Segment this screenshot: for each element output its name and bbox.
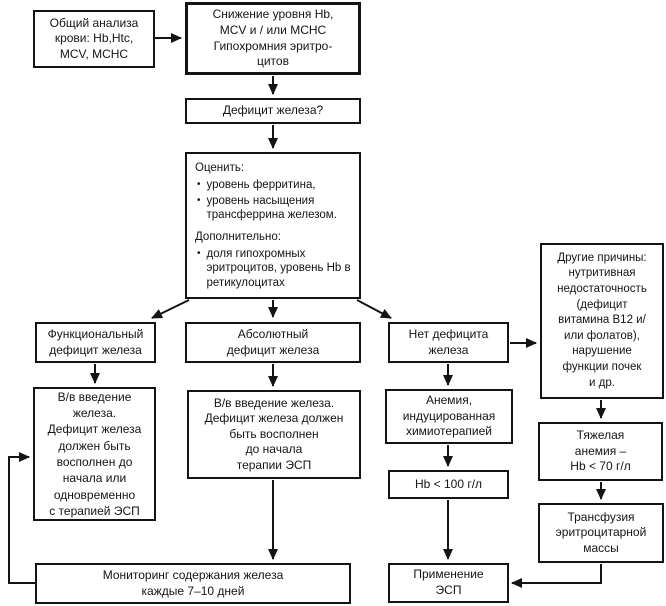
arrow-monitoring-feedback-to-iv-concurrent <box>8 452 35 584</box>
assess-bullet-text: доля гипохромных эритроцитов, уровень Hb… <box>206 247 351 289</box>
bullet-icon: • <box>197 179 201 191</box>
arrow-assess-to-no-deficit <box>356 299 392 319</box>
node-cbc-test: Общий анализа крови: Hb,Htc, MCV, MCHC <box>33 10 155 68</box>
node-chemo-induced-anemia: Анемия, индуцированная химиотерапией <box>385 389 513 444</box>
node-other-causes: Другие причины: нутритивная недостаточно… <box>540 243 664 399</box>
node-hb-decrease: Снижение уровня Hb, MCV и / или МСНС Гип… <box>185 2 361 75</box>
node-esp-use: Применение ЭСП <box>388 563 509 603</box>
assess-title: Оценить: <box>195 162 245 174</box>
node-absolute-deficit: Абсолютный дефицит железа <box>185 322 361 363</box>
assess-bullet-text: уровень ферритина, <box>206 179 316 192</box>
node-functional-deficit: Функциональный дефицит железа <box>35 322 156 363</box>
bullet-icon: • <box>197 194 201 206</box>
node-no-deficit: Нет дефицита железа <box>388 322 509 363</box>
node-assess: Оценить: • уровень ферритина, • уровень … <box>185 152 361 299</box>
assess-bullet-ferritin: • уровень ферритина, <box>197 178 351 192</box>
assess-bullet-hypochromic: • доля гипохромных эритроцитов, уровень … <box>197 247 351 290</box>
node-rbc-transfusion: Трансфузия эритроцитарной массы <box>538 503 664 563</box>
arrow-transfusion-to-esp <box>511 564 602 588</box>
assess-subtitle: Дополнительно: <box>195 230 281 243</box>
node-severe-anemia: Тяжелая анемия – Hb < 70 г/л <box>538 422 663 481</box>
node-hb-below-100: Hb < 100 г/л <box>388 470 509 499</box>
node-iv-iron-concurrent: В/в введение железа. Дефицит железа долж… <box>33 387 156 521</box>
assess-bullet-transferrin: • уровень насыщения трансферрина железом… <box>197 194 351 223</box>
node-iron-deficit-question: Дефицит железа? <box>185 98 361 124</box>
arrow-assess-to-functional <box>151 299 190 319</box>
bullet-icon: • <box>197 247 201 259</box>
node-iron-monitoring: Мониторинг содержания железа каждые 7–10… <box>35 563 351 604</box>
node-iv-iron-before: В/в введение железа. Дефицит железа долж… <box>187 390 361 479</box>
assess-bullet-text: уровень насыщения трансферрина железом. <box>206 194 337 222</box>
